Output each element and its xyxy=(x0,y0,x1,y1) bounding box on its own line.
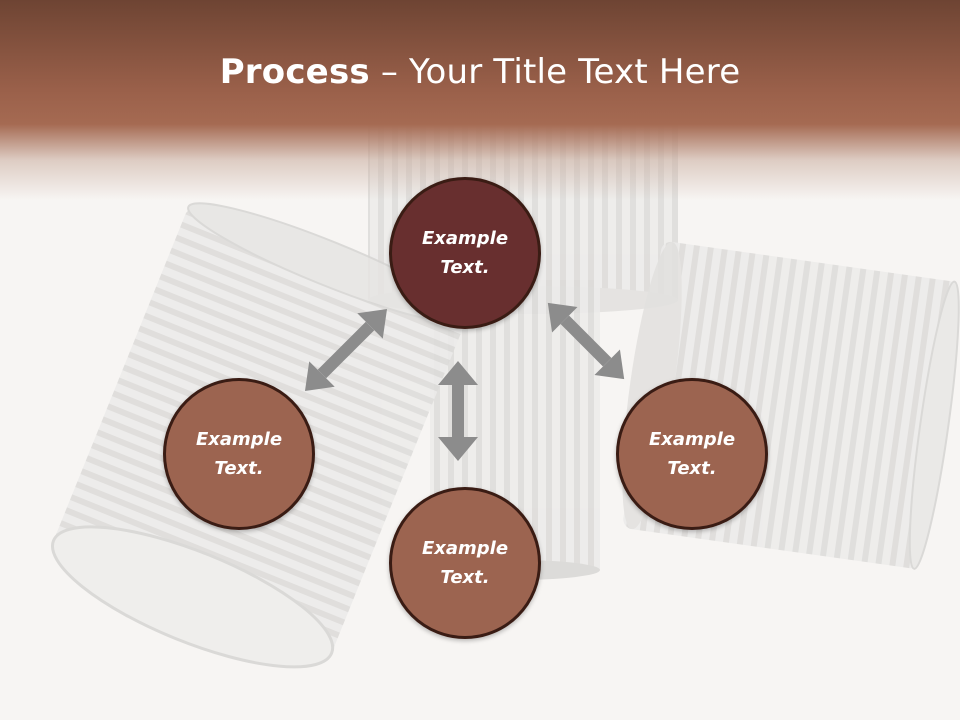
node-top[interactable]: Example Text. xyxy=(389,177,541,329)
title-rest: – Your Title Text Here xyxy=(369,52,741,92)
node-bottom[interactable]: Example Text. xyxy=(389,487,541,639)
arrow-top-left[interactable] xyxy=(292,296,399,403)
slide-title[interactable]: Process – Your Title Text Here xyxy=(0,52,960,92)
node-right[interactable]: Example Text. xyxy=(616,378,768,530)
node-left-label: Example Text. xyxy=(195,429,283,479)
node-left[interactable]: Example Text. xyxy=(163,378,315,530)
node-right-label: Example Text. xyxy=(648,429,736,479)
node-top-label: Example Text. xyxy=(421,228,509,278)
arrow-vertical[interactable] xyxy=(438,361,478,461)
title-banner xyxy=(0,0,960,200)
arrow-top-right[interactable] xyxy=(535,290,637,392)
node-bottom-label: Example Text. xyxy=(421,538,509,588)
title-bold-word: Process xyxy=(219,52,370,92)
